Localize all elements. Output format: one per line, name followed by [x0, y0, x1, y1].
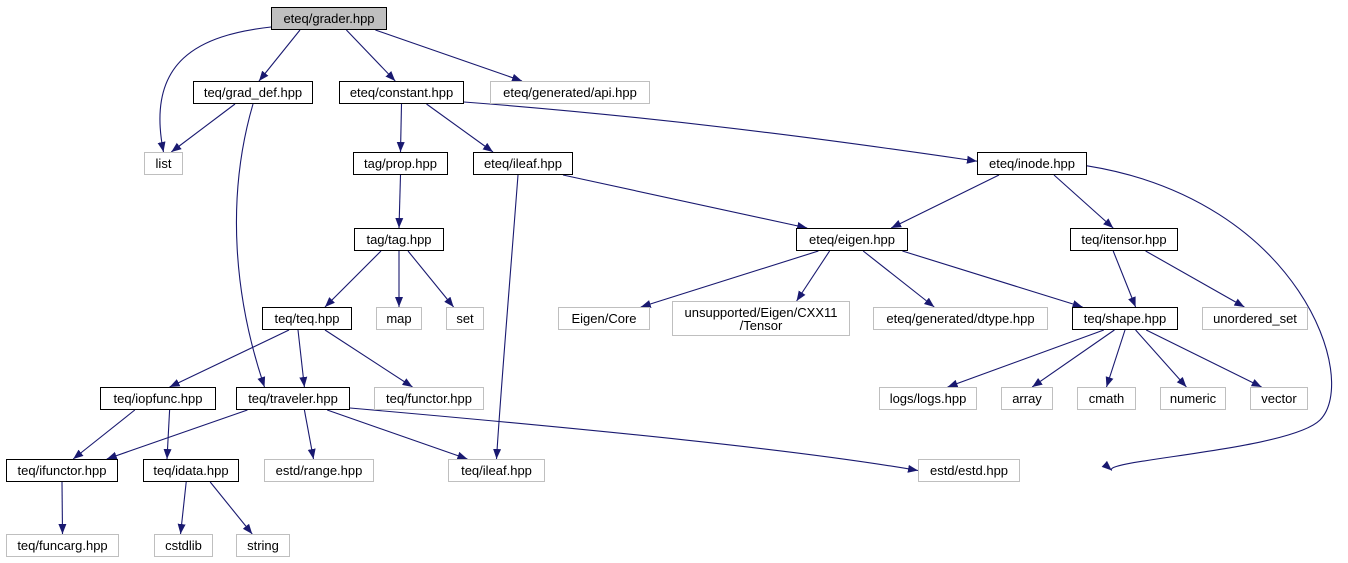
- edge-teq-to-functor: [324, 329, 413, 388]
- node-teq-iopfunc-hpp[interactable]: teq/iopfunc.hpp: [100, 387, 216, 410]
- edge-grader-to-grad_def: [258, 29, 301, 82]
- node-tag-tag-hpp[interactable]: tag/tag.hpp: [354, 228, 444, 251]
- edge-eigen-to-cxx11_tensor: [796, 250, 831, 302]
- edge-iopfunc-to-idata: [163, 409, 172, 460]
- edge-ileaf_eteq-to-eigen: [562, 174, 808, 230]
- node-logs-logs-hpp: logs/logs.hpp: [879, 387, 977, 410]
- edge-grader-to-constant: [346, 29, 396, 82]
- node-teq-traveler-hpp[interactable]: teq/traveler.hpp: [236, 387, 350, 410]
- node-teq-ifunctor-hpp[interactable]: teq/ifunctor.hpp: [6, 459, 118, 482]
- node-teq-idata-hpp[interactable]: teq/idata.hpp: [143, 459, 239, 482]
- edge-eigen-to-eigen_core: [640, 250, 819, 308]
- node-eteq-ileaf-hpp[interactable]: eteq/ileaf.hpp: [473, 152, 573, 175]
- edge-tag-to-set: [407, 250, 455, 308]
- edge-constant-to-inode: [463, 101, 978, 164]
- node-eteq-eigen-hpp[interactable]: eteq/eigen.hpp: [796, 228, 908, 251]
- edge-grad_def-to-list: [170, 103, 236, 153]
- edge-idata-to-cstdlib: [177, 481, 187, 535]
- edge-teq-to-traveler: [297, 329, 308, 388]
- edge-tag-to-teq: [324, 250, 382, 308]
- node-eteq-grader-hpp[interactable]: eteq/grader.hpp: [271, 7, 387, 30]
- edge-prop-to-tag: [395, 174, 404, 229]
- node-map: map: [376, 307, 422, 330]
- edge-grad_def-to-traveler: [235, 103, 266, 388]
- node-eteq-generated-dtype-hpp: eteq/generated/dtype.hpp: [873, 307, 1048, 330]
- edge-inode-to-itensor: [1053, 174, 1114, 229]
- edge-grader-to-api: [375, 29, 523, 82]
- node-teq-funcarg-hpp: teq/funcarg.hpp: [6, 534, 119, 557]
- edge-traveler-to-range: [303, 409, 316, 460]
- node-eigen-core: Eigen/Core: [558, 307, 650, 330]
- node-eteq-inode-hpp[interactable]: eteq/inode.hpp: [977, 152, 1087, 175]
- node-eteq-constant-hpp[interactable]: eteq/constant.hpp: [339, 81, 464, 104]
- node-teq-functor-hpp: teq/functor.hpp: [374, 387, 484, 410]
- edge-shape-to-cmath: [1105, 329, 1126, 388]
- edge-grader-to-list: [157, 26, 272, 153]
- edge-eigen-to-dtype: [862, 250, 935, 308]
- node-teq-grad-def-hpp[interactable]: teq/grad_def.hpp: [193, 81, 313, 104]
- node-vector: vector: [1250, 387, 1308, 410]
- edge-constant-to-prop: [396, 103, 405, 153]
- edge-constant-to-ileaf_eteq: [426, 103, 494, 153]
- edge-ifunctor-to-funcarg: [58, 481, 67, 535]
- node-cmath: cmath: [1077, 387, 1136, 410]
- edge-itensor-to-shape: [1112, 250, 1137, 308]
- edge-itensor-to-unordered_set: [1145, 250, 1245, 308]
- node-teq-teq-hpp[interactable]: teq/teq.hpp: [262, 307, 352, 330]
- edge-idata-to-string: [209, 481, 253, 535]
- node-teq-shape-hpp[interactable]: teq/shape.hpp: [1072, 307, 1178, 330]
- node-numeric: numeric: [1160, 387, 1226, 410]
- edge-shape-to-vector: [1145, 329, 1262, 388]
- edge-traveler-to-ifunctor: [106, 409, 248, 460]
- node-tag-prop-hpp[interactable]: tag/prop.hpp: [353, 152, 448, 175]
- edge-shape-to-numeric: [1135, 329, 1187, 388]
- node-cstdlib: cstdlib: [154, 534, 213, 557]
- node-estd-range-hpp: estd/range.hpp: [264, 459, 374, 482]
- node-array: array: [1001, 387, 1053, 410]
- edge-shape-to-logs: [947, 329, 1104, 388]
- edge-inode-to-eigen: [890, 174, 1000, 229]
- node-teq-ileaf-hpp: teq/ileaf.hpp: [448, 459, 545, 482]
- edge-eigen-to-shape: [902, 250, 1083, 308]
- edge-teq-to-iopfunc: [169, 329, 290, 388]
- edge-inode-to-estd: [1086, 165, 1333, 472]
- node-eteq-generated-api-hpp: eteq/generated/api.hpp: [490, 81, 650, 104]
- node-list: list: [144, 152, 183, 175]
- node-unordered-set: unordered_set: [1202, 307, 1308, 330]
- edge-traveler-to-ileaf_teq: [327, 409, 468, 460]
- edge-ileaf_eteq-to-ileaf_teq: [493, 174, 519, 460]
- edge-shape-to-array: [1031, 329, 1115, 388]
- edge-traveler-to-estd: [349, 407, 919, 473]
- node-unsupported-eigen-cxx11-tensor: unsupported/Eigen/CXX11 /Tensor: [672, 301, 850, 336]
- edge-iopfunc-to-ifunctor: [72, 409, 136, 460]
- node-string: string: [236, 534, 290, 557]
- node-set: set: [446, 307, 484, 330]
- node-teq-itensor-hpp[interactable]: teq/itensor.hpp: [1070, 228, 1178, 251]
- node-estd-estd-hpp: estd/estd.hpp: [918, 459, 1020, 482]
